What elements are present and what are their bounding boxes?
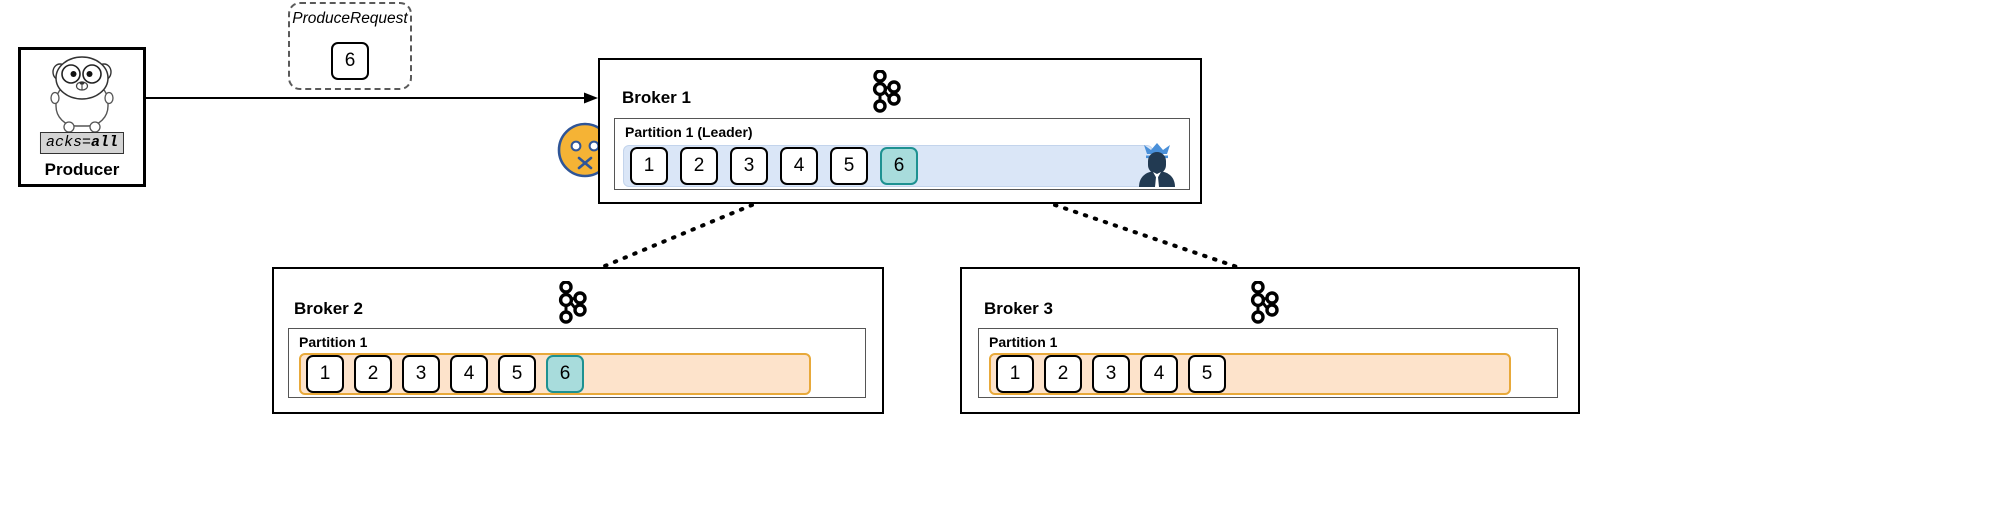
log-message: 1: [996, 355, 1034, 393]
log-message: 4: [780, 147, 818, 185]
log-message: 4: [1140, 355, 1178, 393]
broker-3-partition-title: Partition 1: [989, 334, 1058, 350]
broker-2-log: 1 2 3 4 5 6: [299, 353, 811, 395]
log-message: 5: [1188, 355, 1226, 393]
kafka-logo-icon: [1250, 281, 1279, 324]
acks-prefix: acks=: [45, 134, 91, 151]
kafka-logo-icon: [558, 281, 587, 324]
log-message: 3: [730, 147, 768, 185]
acks-config-badge: acks=all: [39, 132, 125, 155]
log-message-new: 6: [546, 355, 584, 393]
log-message: 5: [830, 147, 868, 185]
log-message: 2: [1044, 355, 1082, 393]
broker-2-box: Broker 2 Partition 1 1 2 3 4 5 6: [272, 267, 884, 414]
log-message: 3: [402, 355, 440, 393]
producer-to-broker-arrow: [146, 92, 598, 104]
produce-request-title: ProduceRequest: [292, 10, 408, 27]
log-message: 3: [1092, 355, 1130, 393]
producer-label: Producer: [44, 160, 120, 179]
broker-1-title: Broker 1: [622, 88, 691, 107]
broker-2-partition: Partition 1 1 2 3 4 5 6: [288, 328, 866, 398]
log-message-new: 6: [880, 147, 918, 185]
acks-value: all: [91, 134, 119, 151]
go-gopher-icon: [44, 56, 120, 141]
broker-1-partition-title: Partition 1 (Leader): [625, 124, 753, 140]
broker-3-title: Broker 3: [984, 299, 1053, 318]
crowned-person-icon: [1139, 143, 1175, 187]
produce-request-message: 6: [331, 42, 369, 80]
produce-request-group: ProduceRequest 6: [288, 2, 412, 90]
broker-3-box: Broker 3 Partition 1 1 2 3 4 5: [960, 267, 1580, 414]
broker-2-title: Broker 2: [294, 299, 363, 318]
broker-1-log: 1 2 3 4 5 6: [623, 145, 1153, 187]
broker-1-box: Broker 1 Partition 1 (Leader) 1 2 3 4 5 …: [598, 58, 1202, 204]
log-message: 4: [450, 355, 488, 393]
log-message: 2: [354, 355, 392, 393]
broker-3-partition: Partition 1 1 2 3 4 5: [978, 328, 1558, 398]
broker-2-partition-title: Partition 1: [299, 334, 368, 350]
broker-3-log: 1 2 3 4 5: [989, 353, 1511, 395]
producer-box: acks=all Producer: [18, 47, 146, 187]
log-message: 1: [630, 147, 668, 185]
broker-1-partition: Partition 1 (Leader) 1 2 3 4 5 6: [614, 118, 1190, 190]
kafka-logo-icon: [872, 70, 901, 113]
log-message: 1: [306, 355, 344, 393]
log-message: 5: [498, 355, 536, 393]
log-message: 2: [680, 147, 718, 185]
